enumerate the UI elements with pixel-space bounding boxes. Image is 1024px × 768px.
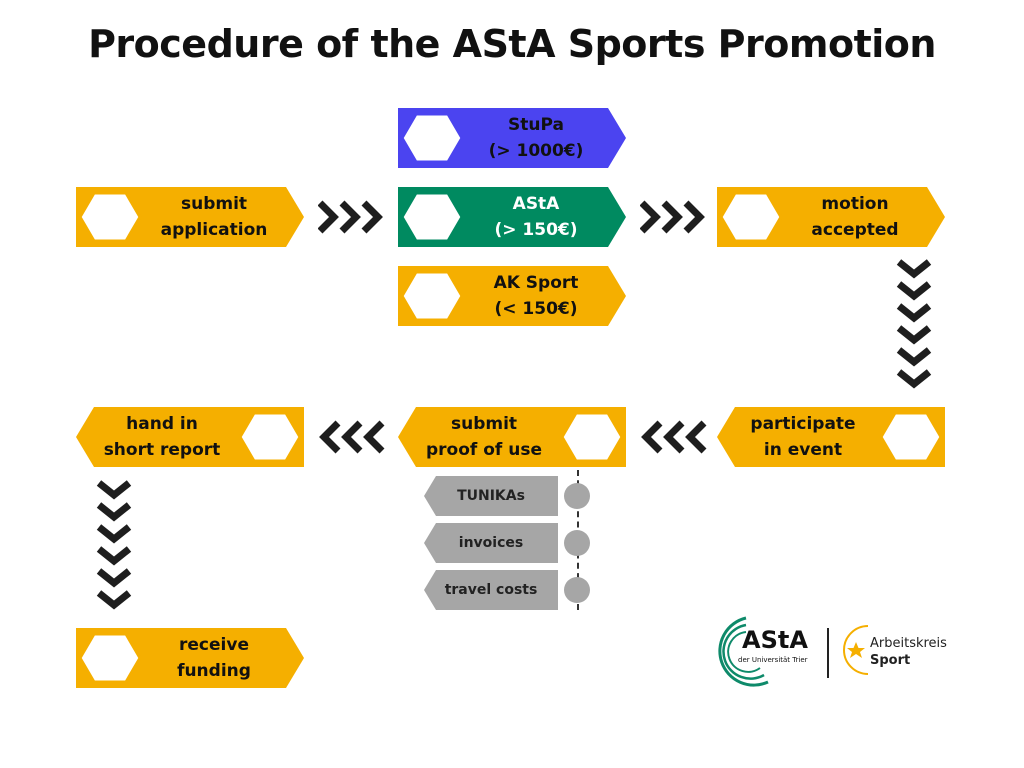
chevrons-right-1-icon (318, 200, 383, 234)
step-submit-application: submit application (76, 187, 304, 247)
chevrons-left-1-icon (641, 420, 707, 454)
step-label-line2: application (160, 220, 268, 240)
proof-item-invoices: invoices (424, 523, 558, 563)
asta-logo-subtitle: der Universität Trier (738, 656, 808, 664)
asta-logo: AStA der Universität Trier (706, 612, 812, 692)
step-label-line2: in event (763, 440, 843, 460)
proof-item-dot (564, 577, 590, 603)
tag-shape (424, 476, 558, 516)
step-label-line1: hand in (126, 414, 198, 434)
proof-item-dot (564, 483, 590, 509)
step-label-line2: accepted (811, 220, 899, 240)
asta-logo-rings-icon (718, 616, 769, 687)
step-label-line2: proof of use (426, 440, 542, 460)
step-motion-accepted: motion accepted (717, 187, 945, 247)
step-ak-sport: AK Sport (< 150€) (398, 266, 626, 326)
step-label-line2: (> 150€) (494, 220, 578, 240)
step-hand-in-short-report: hand in short report (76, 407, 304, 467)
arbeitskreis-sport-logo: Arbeitskreis Sport (842, 620, 962, 680)
tag-shape (424, 570, 558, 610)
proof-item-tunikas: TUNIKAs (424, 476, 558, 516)
step-label-line1: receive (179, 635, 249, 655)
ak-logo-line1: Arbeitskreis (870, 636, 947, 651)
step-label-line1: participate (750, 414, 856, 434)
step-receive-funding: receive funding (76, 628, 304, 688)
step-asta: AStA (> 150€) (398, 187, 626, 247)
step-label-line2: funding (177, 661, 251, 681)
chevrons-down-1-icon (896, 259, 932, 389)
asta-logo-wordmark: AStA (742, 626, 808, 654)
step-participate-in-event: participate in event (717, 407, 945, 467)
participate-arrow-shape (717, 407, 945, 467)
page-title: Procedure of the AStA Sports Promotion (88, 22, 936, 66)
step-label-line1: submit (180, 194, 248, 214)
asta-arrow-shape (398, 187, 626, 247)
proof-of-use-arrow-shape (398, 407, 626, 467)
step-stupa: StuPa (> 1000€) (398, 108, 626, 168)
submit-application-arrow-shape (76, 187, 304, 247)
step-label-line1: submit (450, 414, 518, 434)
ak-sport-star-icon (843, 625, 869, 675)
proof-item-label: invoices (458, 535, 524, 551)
step-label-line1: AStA (512, 194, 560, 214)
logo-separator (827, 628, 829, 678)
step-label-line1: AK Sport (493, 273, 579, 293)
ak-logo-line2: Sport (870, 653, 911, 668)
tag-shape (424, 523, 558, 563)
ak-sport-arrow-shape (398, 266, 626, 326)
motion-accepted-arrow-shape (717, 187, 945, 247)
proof-item-dot (564, 530, 590, 556)
step-label-line2: short report (103, 440, 221, 460)
step-submit-proof-of-use: submit proof of use (398, 407, 626, 467)
receive-funding-arrow-shape (76, 628, 304, 688)
step-label-line1: motion (821, 194, 889, 214)
stupa-arrow-shape (398, 108, 626, 168)
proof-item-label: TUNIKAs (457, 488, 525, 504)
step-label-line2: (< 150€) (494, 299, 578, 319)
step-label-line1: StuPa (508, 115, 564, 135)
chevrons-down-2-icon (96, 480, 132, 610)
short-report-arrow-shape (76, 407, 304, 467)
proof-item-travel-costs: travel costs (424, 570, 558, 610)
chevrons-left-2-icon (319, 420, 385, 454)
chevrons-right-2-icon (640, 200, 705, 234)
proof-item-label: travel costs (444, 582, 538, 598)
step-label-line2: (> 1000€) (488, 141, 584, 161)
